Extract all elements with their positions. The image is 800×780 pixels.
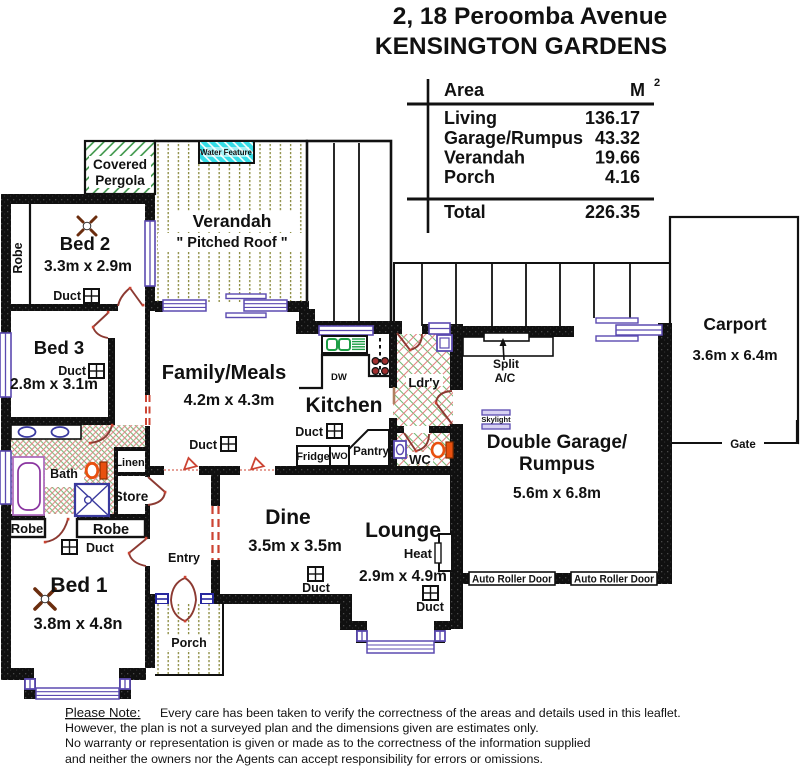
svg-text:Porch: Porch (171, 636, 206, 650)
svg-text:19.66: 19.66 (595, 148, 640, 168)
svg-text:Robe: Robe (11, 242, 25, 273)
svg-text:Bath: Bath (50, 467, 78, 481)
svg-text:5.6m x 6.8m: 5.6m x 6.8m (513, 485, 601, 502)
svg-text:Kitchen: Kitchen (305, 394, 382, 417)
svg-text:43.32: 43.32 (595, 128, 640, 148)
svg-text:Verandah: Verandah (444, 148, 525, 168)
svg-text:Duct: Duct (302, 581, 331, 595)
svg-text:2.8m x 3.1m: 2.8m x 3.1m (10, 376, 98, 393)
svg-text:Bed 2: Bed 2 (60, 233, 110, 254)
svg-text:and neither the owners nor the: and neither the owners nor the Agents ca… (65, 752, 543, 766)
svg-text:Total: Total (444, 202, 486, 222)
svg-text:Living: Living (444, 108, 497, 128)
svg-text:Garage/Rumpus: Garage/Rumpus (444, 128, 583, 148)
svg-text:Verandah: Verandah (193, 211, 272, 231)
svg-text:Auto Roller Door: Auto Roller Door (472, 574, 553, 586)
svg-text:Duct: Duct (58, 364, 87, 378)
svg-text:However, the plan is not a sur: However, the plan is not a surveyed plan… (65, 721, 539, 735)
svg-text:DW: DW (331, 372, 347, 383)
svg-text:Porch: Porch (444, 167, 495, 187)
svg-text:Entry: Entry (168, 551, 200, 565)
svg-text:Family/Meals: Family/Meals (162, 362, 287, 384)
svg-text:Every care has been taken to v: Every care has been taken to verify the … (160, 706, 681, 720)
svg-text:Heat: Heat (404, 546, 433, 561)
svg-text:3.8m x 4.8n: 3.8m x 4.8n (34, 615, 123, 633)
svg-text:Please Note:: Please Note: (65, 705, 141, 720)
svg-text:Pantry: Pantry (353, 446, 389, 458)
svg-text:Lounge: Lounge (365, 519, 441, 542)
svg-text:Duct: Duct (416, 600, 445, 614)
svg-text:Auto Roller Door: Auto Roller Door (574, 574, 655, 586)
svg-text:Robe: Robe (11, 521, 44, 536)
svg-text:Pergola: Pergola (95, 173, 145, 188)
svg-text:2, 18 Peroomba Avenue: 2, 18 Peroomba Avenue (393, 3, 668, 30)
svg-text:" Pitched Roof ": " Pitched Roof " (176, 235, 287, 251)
svg-text:Store: Store (114, 489, 149, 504)
svg-text:Dine: Dine (265, 506, 311, 529)
svg-text:3.5m x 3.5m: 3.5m x 3.5m (248, 537, 342, 555)
svg-text:226.35: 226.35 (585, 202, 640, 222)
svg-text:No warranty or representation: No warranty or representation is given o… (65, 736, 591, 750)
svg-text:M: M (630, 80, 645, 100)
svg-text:Carport: Carport (703, 314, 766, 334)
svg-text:Covered: Covered (93, 157, 147, 172)
svg-text:3.6m x 6.4m: 3.6m x 6.4m (692, 347, 777, 364)
svg-text:Double Garage/: Double Garage/ (487, 432, 628, 453)
svg-text:Duct: Duct (295, 425, 324, 439)
svg-text:KENSINGTON GARDENS: KENSINGTON GARDENS (375, 33, 667, 60)
svg-text:Gate: Gate (730, 439, 756, 451)
svg-text:Duct: Duct (189, 438, 218, 452)
svg-text:4.16: 4.16 (605, 167, 640, 187)
svg-text:Area: Area (444, 80, 485, 100)
svg-text:2.9m x 4.9m: 2.9m x 4.9m (359, 568, 447, 585)
svg-text:Split: Split (493, 357, 519, 371)
svg-text:Bed 3: Bed 3 (34, 337, 84, 358)
svg-text:WO: WO (331, 451, 347, 462)
svg-text:Fridge: Fridge (296, 451, 330, 463)
svg-text:Robe: Robe (93, 522, 129, 538)
svg-text:Duct: Duct (53, 289, 82, 303)
svg-text:2: 2 (654, 77, 660, 89)
svg-text:4.2m x 4.3m: 4.2m x 4.3m (184, 392, 275, 409)
svg-text:Rumpus: Rumpus (519, 454, 595, 475)
svg-text:A/C: A/C (495, 371, 516, 385)
svg-text:3.3m x 2.9m: 3.3m x 2.9m (44, 258, 132, 275)
svg-text:Duct: Duct (86, 541, 115, 555)
svg-text:Bed 1: Bed 1 (50, 574, 108, 597)
svg-text:Linen: Linen (115, 457, 145, 469)
svg-text:Skylight: Skylight (481, 415, 511, 424)
svg-text:136.17: 136.17 (585, 108, 640, 128)
svg-text:Ldr'y: Ldr'y (408, 375, 440, 390)
svg-text:WC: WC (409, 452, 431, 467)
svg-text:Water Feature: Water Feature (200, 148, 252, 157)
